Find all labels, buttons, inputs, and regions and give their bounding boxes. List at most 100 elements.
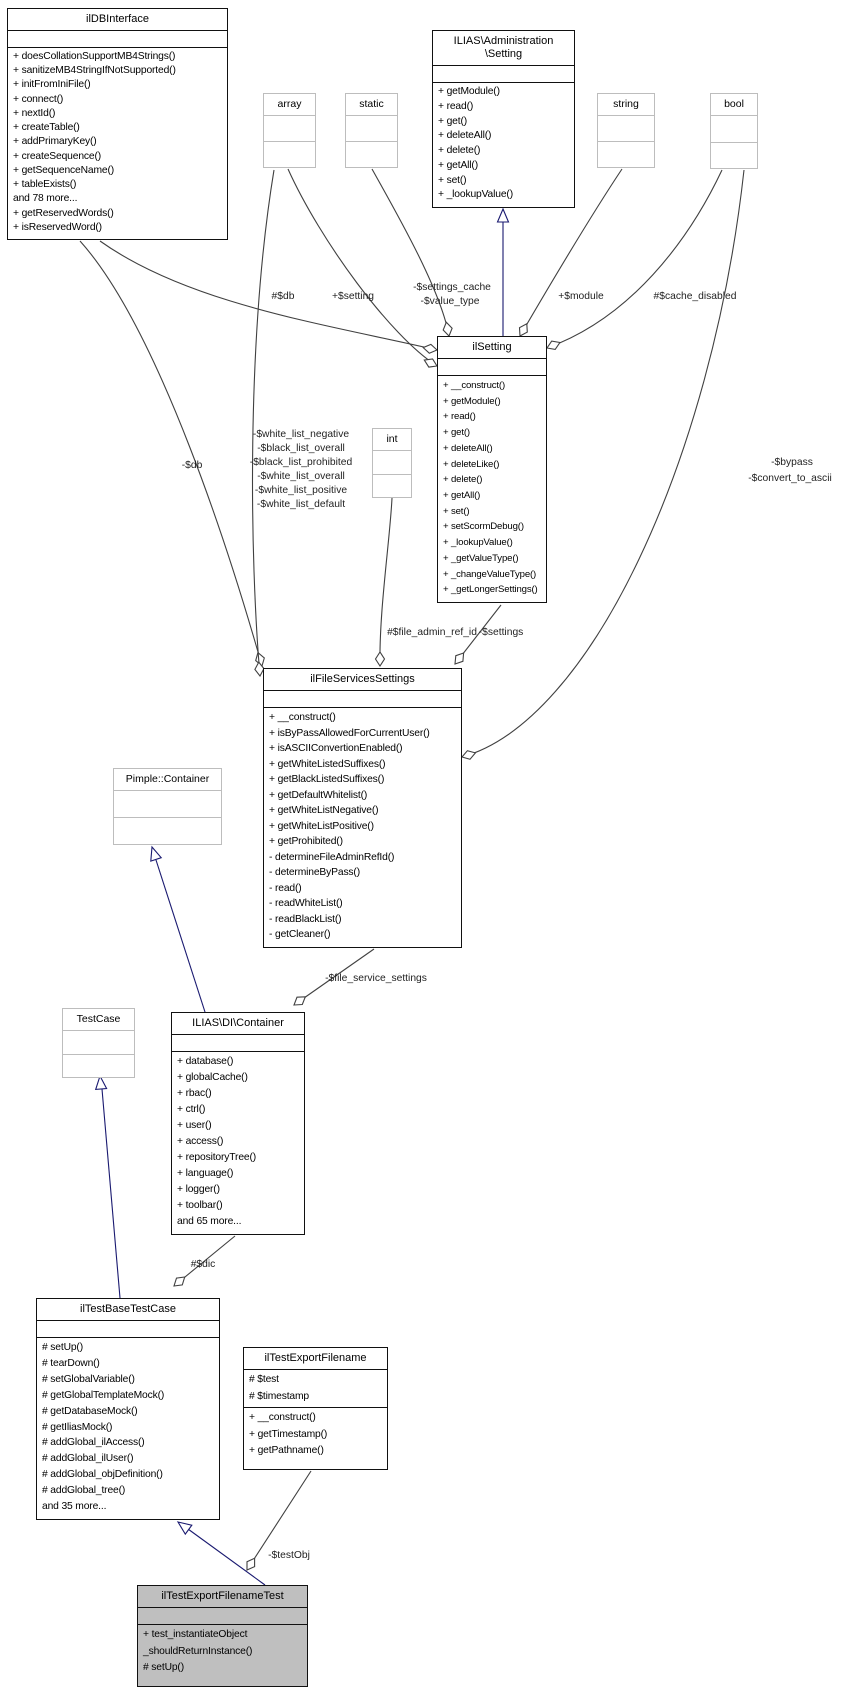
aggregation-diamond-icon: [374, 650, 386, 668]
class-node-array: array: [263, 93, 316, 168]
edge-label: -$settings: [479, 627, 524, 638]
method-label: # addGlobal_ilAccess(): [42, 1437, 145, 1449]
class-title-ildbinterface[interactable]: ilDBInterface: [8, 9, 227, 31]
class-title-array: array: [264, 94, 315, 116]
method-label: + getModule(): [443, 395, 501, 407]
edge-ilfss-file-admin-ref-id: [379, 497, 393, 667]
class-title-line: static: [359, 98, 384, 110]
aggregation-diamond-icon: [518, 322, 528, 337]
edge-label: #$file_admin_ref_id: [387, 627, 477, 638]
class-node-ildbinterface: ilDBInterface + doesCollationSupportMB4St…: [7, 8, 228, 240]
edge-dic-file-service-settings: [293, 948, 375, 1006]
edge-label: #$cache_disabled: [653, 291, 736, 302]
edge-label: -$white_list_overall: [257, 471, 345, 482]
method-label: + doesCollationSupportMB4Strings(): [13, 51, 176, 62]
method-label: + getAll(): [443, 490, 481, 502]
class-title-ilsetting[interactable]: ilSetting: [438, 337, 546, 359]
method-label: + getProhibited(): [269, 836, 343, 848]
method-label: + repositoryTree(): [177, 1152, 257, 1163]
inheritance-arrow-icon: [176, 1521, 193, 1536]
method-label: + set(): [438, 174, 467, 186]
class-title-line: ILIAS\Administration: [453, 35, 554, 47]
method-label: + _getLongerSettings(): [443, 584, 538, 596]
method-label: + set(): [443, 505, 470, 517]
aggregation-diamond-icon: [454, 652, 465, 665]
method-label: + test_instantiateObject: [143, 1629, 248, 1640]
method-label: and 35 more...: [42, 1501, 107, 1513]
class-title-line: array: [277, 98, 302, 110]
class-title-bool: bool: [711, 94, 757, 116]
attributes-compartment: [138, 1608, 307, 1625]
edge-ilsetting-module: [519, 168, 623, 337]
class-title-line: \Setting: [484, 48, 523, 60]
aggregation-diamond-icon: [173, 1276, 186, 1287]
class-title-line: bool: [724, 98, 744, 110]
method-label: + logger(): [177, 1184, 220, 1195]
class-title-testcase: TestCase: [63, 1009, 134, 1031]
class-title-ilfileservicessettings[interactable]: ilFileServicesSettings: [264, 669, 461, 691]
method-label: # setGlobalVariable(): [42, 1373, 135, 1385]
method-label: + connect(): [13, 93, 64, 105]
method-label: + deleteAll(): [443, 442, 493, 454]
attributes-compartment: [598, 116, 654, 142]
class-title-line: ilFileServicesSettings: [310, 673, 415, 685]
methods-compartment: + __construct()+ getModule()+ read()+ ge…: [438, 376, 546, 602]
attribute-label: # $test: [249, 1374, 279, 1385]
class-node-pimple-container: Pimple::Container: [113, 768, 222, 845]
class-title-line: ILIAS\DI\Container: [192, 1017, 284, 1029]
attributes-compartment: [114, 791, 221, 818]
edge-test-extends-base: [187, 1528, 266, 1586]
class-title-ilias-administration-setting[interactable]: ILIAS\Administration\Setting: [433, 31, 574, 66]
method-label: + getReservedWords(): [13, 207, 114, 219]
class-title-iltestexportfilename[interactable]: ilTestExportFilename: [244, 1348, 387, 1370]
method-label: + setScormDebug(): [443, 521, 524, 533]
edge-dic-extends-pimple: [155, 859, 206, 1013]
method-label: - readWhiteList(): [269, 898, 343, 910]
class-node-iltestbasetestcase: ilTestBaseTestCase# setUp()# tearDown()#…: [36, 1298, 220, 1520]
attributes-compartment: [711, 116, 757, 143]
class-title-iltestbasetestcase[interactable]: ilTestBaseTestCase: [37, 1299, 219, 1321]
aggregation-diamond-icon: [442, 321, 453, 337]
class-title-pimple-container: Pimple::Container: [114, 769, 221, 791]
class-node-ilfileservicessettings: ilFileServicesSettings+ __construct()+ i…: [263, 668, 462, 948]
class-title-static: static: [346, 94, 397, 116]
class-title-ilias-di-container[interactable]: ILIAS\DI\Container: [172, 1013, 304, 1035]
inheritance-arrow-icon: [496, 207, 510, 223]
class-title-line: ilDBInterface: [86, 13, 149, 25]
class-node-ilias-di-container: ILIAS\DI\Container+ database()+ globalCa…: [171, 1012, 305, 1235]
method-label: + delete(): [438, 145, 481, 156]
class-title-int: int: [373, 429, 411, 451]
edge-ilsetting-db: [99, 240, 438, 351]
method-label: + deleteLike(): [443, 458, 500, 470]
methods-compartment: [598, 142, 654, 167]
class-title-line: Pimple::Container: [125, 773, 210, 785]
methods-compartment: [711, 143, 757, 169]
aggregation-diamond-icon: [423, 358, 438, 368]
aggregation-diamond-icon: [293, 996, 307, 1006]
method-label: + getWhiteListedSuffixes(): [269, 758, 386, 770]
method-label: + _getValueType(): [443, 552, 519, 564]
method-label: + _lookupValue(): [438, 189, 513, 201]
class-title-iltestexportfilenametest: ilTestExportFilenameTest: [138, 1586, 307, 1608]
methods-compartment: + getModule()+ read()+ get()+ deleteAll(…: [433, 83, 574, 207]
class-node-bool: bool: [710, 93, 758, 169]
attributes-compartment: [37, 1321, 219, 1338]
class-title-line: int: [386, 433, 398, 445]
method-label: # tearDown(): [42, 1357, 100, 1369]
method-label: + getAll(): [438, 159, 478, 171]
method-label: + user(): [177, 1120, 212, 1131]
methods-compartment: [346, 142, 397, 167]
method-label: + read(): [438, 100, 474, 112]
method-label: + getPathname(): [249, 1445, 324, 1456]
edge-label: #$db: [272, 291, 295, 302]
attributes-compartment: [63, 1031, 134, 1055]
method-label: + _changeValueType(): [443, 568, 537, 580]
edge-ilfss-db: [79, 240, 263, 667]
class-node-iltestexportfilenametest: ilTestExportFilenameTest + test_instantia…: [137, 1585, 308, 1687]
edge-label: -$white_list_negative: [253, 429, 349, 440]
method-label: - readBlackList(): [269, 913, 342, 925]
method-label: + delete(): [443, 474, 483, 486]
class-node-int: int: [372, 428, 412, 498]
